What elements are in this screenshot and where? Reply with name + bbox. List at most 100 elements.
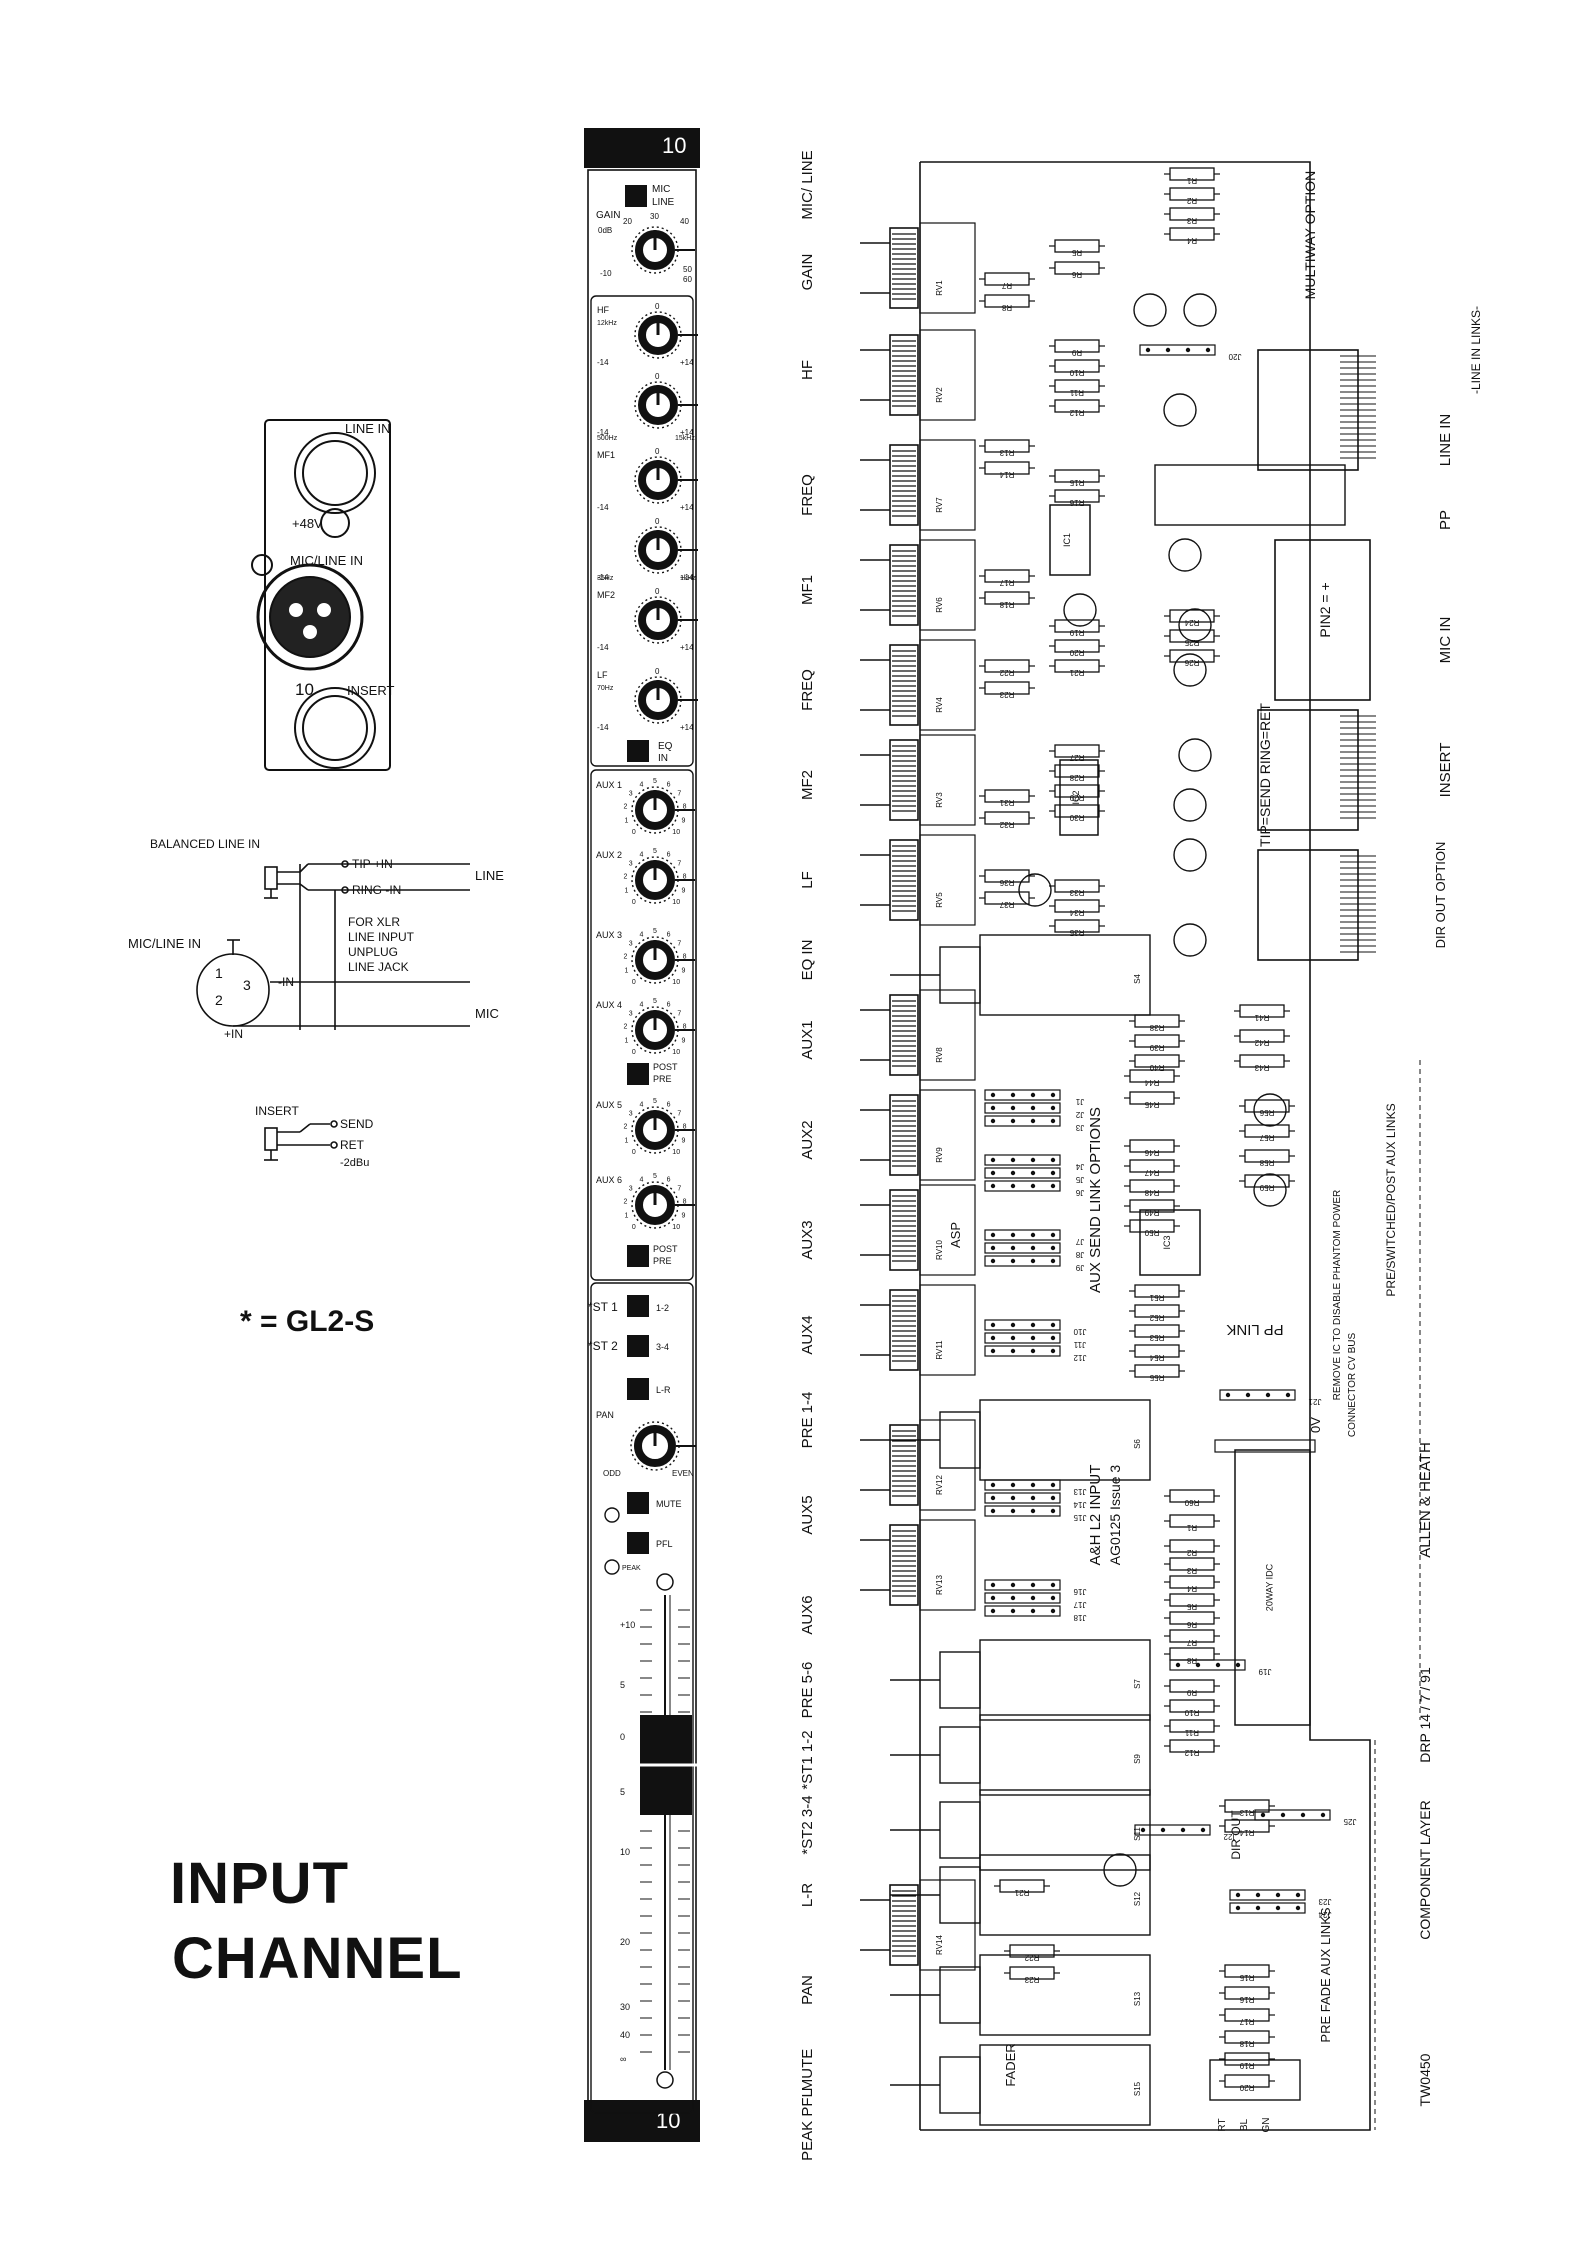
link-pin xyxy=(1195,1662,1201,1668)
eq-knob-hf[interactable] xyxy=(634,311,698,359)
eq-knob-mf2[interactable] xyxy=(634,596,698,644)
wiring-plus-in: +IN xyxy=(224,1027,243,1041)
eq-knob-hf-freq[interactable] xyxy=(634,381,698,429)
pcb-right-label-8: ALLEN & HEATH xyxy=(1417,1442,1434,1558)
pcb-left-label-4: MF1 xyxy=(799,575,816,605)
fader-scale-7: 40 xyxy=(620,2030,630,2040)
switch-ref-7: S15 xyxy=(1133,2081,1142,2096)
mute-button[interactable] xyxy=(627,1492,649,1514)
link-pin xyxy=(1050,1183,1056,1189)
aux1-4-post-pre-button[interactable] xyxy=(627,1063,649,1085)
eq-label-mf2: MF2 xyxy=(597,590,615,600)
routing-section-border xyxy=(590,1282,694,2114)
resistor-ref: R16 xyxy=(1239,1995,1254,2004)
link-pin xyxy=(1030,1608,1036,1614)
pot-body xyxy=(889,334,919,416)
link-pin xyxy=(1275,1892,1281,1898)
eq-label-lf: LF xyxy=(597,670,608,680)
link-ref: J13 xyxy=(1073,1487,1086,1496)
link-pin xyxy=(1200,1827,1206,1833)
link-ref: J25 xyxy=(1343,1817,1356,1826)
fader-scale-3: 5 xyxy=(620,1787,625,1797)
pcb-right-label-12: TW0450 xyxy=(1417,2053,1433,2106)
pcb-resistor: R22 xyxy=(1004,1944,1060,1962)
link-pin xyxy=(1050,1608,1056,1614)
link-pin xyxy=(1030,1495,1036,1501)
pcb-resistor: R23 xyxy=(979,681,1035,699)
link-ref: J7 xyxy=(1075,1237,1084,1246)
link-pin xyxy=(1030,1105,1036,1111)
eq-knob-lf[interactable] xyxy=(634,676,698,724)
pcb-right-label-0: MULTIWAY OPTION xyxy=(1302,171,1318,300)
pcb-left-label-3: FREQ xyxy=(799,474,816,516)
aux-scale-6-1: 1 xyxy=(625,1212,629,1219)
pcb-dir-out-socket xyxy=(1257,849,1376,961)
fader-scale-6: 30 xyxy=(620,2002,630,2012)
pot-footprint xyxy=(919,439,976,531)
aux-knob-6[interactable] xyxy=(631,1181,695,1229)
pcb-resistor: R16 xyxy=(1049,489,1105,507)
pcb-resistor: R10 xyxy=(1049,359,1105,377)
switch-ref-3: S9 xyxy=(1133,1754,1142,1764)
link-pin xyxy=(990,1495,996,1501)
aux-knob-4[interactable] xyxy=(631,1006,695,1054)
link-ref: J12 xyxy=(1073,1353,1086,1362)
eq-knob-mf1[interactable] xyxy=(634,456,698,504)
resistor-ref: R5 xyxy=(1186,1602,1197,1611)
mute-led xyxy=(604,1507,620,1523)
aux-scale-1-6: 6 xyxy=(667,781,671,788)
link-pin xyxy=(1255,1892,1261,1898)
aux-knob-5[interactable] xyxy=(631,1106,695,1154)
pcb-left-label-14: AUX5 xyxy=(799,1495,816,1534)
pcb-capacitor-10 xyxy=(1018,873,1052,907)
pcb-left-label-7: LF xyxy=(799,871,816,889)
st1-button[interactable] xyxy=(627,1295,649,1317)
link-pin xyxy=(1010,1595,1016,1601)
pcb-fader-connector xyxy=(1209,2059,1301,2101)
link-pin xyxy=(1285,1392,1291,1398)
peak-led xyxy=(604,1559,620,1575)
mic-line-switch[interactable] xyxy=(625,185,647,207)
pcb-resistor: R23 xyxy=(1004,1966,1060,1984)
aux-scale-6-9: 9 xyxy=(682,1212,686,1219)
fader-scale-5: 20 xyxy=(620,1937,630,1947)
pcb-resistor: R2 xyxy=(1164,1539,1220,1557)
aux-scale-1-10: 10 xyxy=(672,829,680,836)
link-ref: J9 xyxy=(1075,1263,1084,1272)
lr-button[interactable] xyxy=(627,1378,649,1400)
pcb-resistor: R55 xyxy=(1129,1364,1185,1382)
resistor-ref: R25 xyxy=(1184,638,1199,647)
eq-in-button[interactable] xyxy=(627,740,649,762)
ic-body xyxy=(1234,1449,1311,1726)
aux-knob-1[interactable] xyxy=(631,786,695,834)
resistor-ref: R49 xyxy=(1144,1208,1159,1217)
aux5-6-post-pre-button[interactable] xyxy=(627,1245,649,1267)
wiring-minus-in: -IN xyxy=(278,975,294,989)
pcb-left-label-2: HF xyxy=(799,360,816,380)
link-pin xyxy=(1030,1118,1036,1124)
pcb-link: J11 xyxy=(984,1332,1086,1349)
link-pin xyxy=(1255,1905,1261,1911)
resistor-ref: R11 xyxy=(1069,388,1084,397)
xlr-pin-2: 2 xyxy=(215,992,223,1008)
pcb-resistor: R21 xyxy=(1049,659,1105,677)
link-pin xyxy=(1010,1170,1016,1176)
pfl-label: PFL xyxy=(656,1539,673,1549)
aux-knob-3[interactable] xyxy=(631,936,695,984)
link-ref: J8 xyxy=(1075,1250,1084,1259)
st2-button[interactable] xyxy=(627,1335,649,1357)
pcb-resistor: R1 xyxy=(1164,1514,1220,1532)
resistor-ref: R53 xyxy=(1149,1333,1164,1342)
pan-knob[interactable] xyxy=(630,1421,696,1471)
gain-knob[interactable] xyxy=(631,226,695,274)
link-pin xyxy=(1050,1335,1056,1341)
eq-knob-mf1-freq[interactable] xyxy=(634,526,698,574)
link-pin xyxy=(1030,1183,1036,1189)
aux-knob-2[interactable] xyxy=(631,856,695,904)
pcb-right-label-11: PRE FADE AUX LINKS xyxy=(1318,1907,1333,2042)
pcb-switch-5: S12 xyxy=(890,1854,1151,1936)
pcb-resistor: R20 xyxy=(1049,639,1105,657)
pfl-button[interactable] xyxy=(627,1532,649,1554)
pcb-left-label-21: MUTE xyxy=(799,2049,816,2092)
pcb-switch-6: S13 xyxy=(890,1954,1151,2036)
